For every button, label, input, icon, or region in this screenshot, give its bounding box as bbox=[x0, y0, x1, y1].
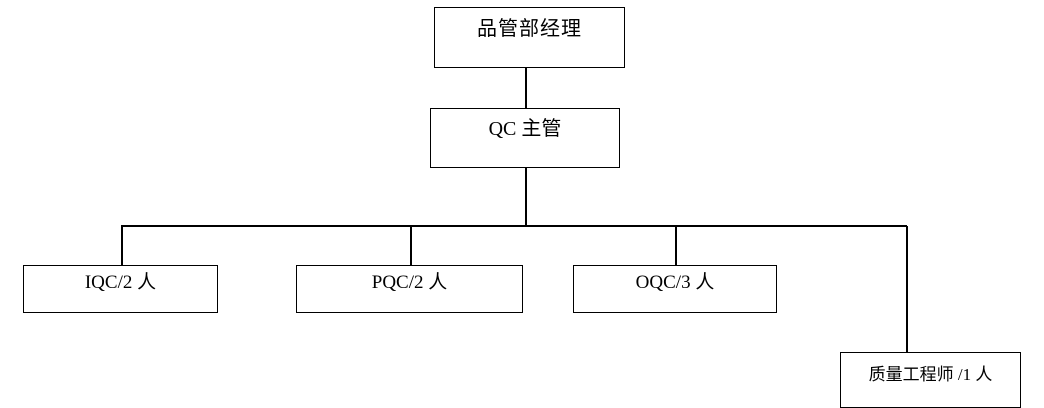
node-label-oqc: OQC/3 人 bbox=[635, 271, 715, 293]
node-box-iqc[interactable]: IQC/2 人 bbox=[23, 265, 218, 313]
node-label-supervisor: QC 主管 bbox=[488, 118, 562, 140]
node-label-iqc: IQC/2 人 bbox=[84, 271, 157, 293]
node-label-quality-engineer: 质量工程师 /1 人 bbox=[868, 364, 993, 384]
connector-supervisor-stem bbox=[525, 168, 527, 226]
node-box-quality-engineer[interactable]: 质量工程师 /1 人 bbox=[840, 352, 1021, 408]
node-box-supervisor[interactable]: QC 主管 bbox=[430, 108, 620, 168]
connector-bus-to-oqc bbox=[675, 226, 677, 265]
connector-bus-to-pqc bbox=[410, 226, 412, 265]
connector-bus-to-iqc bbox=[121, 226, 123, 265]
node-label-pqc: PQC/2 人 bbox=[371, 271, 448, 293]
node-label-manager: 品管部经理 bbox=[477, 17, 582, 40]
connector-bus-to-engineer bbox=[906, 226, 908, 352]
connector-horizontal-bus bbox=[121, 225, 907, 227]
connector-manager-to-supervisor bbox=[525, 68, 527, 108]
node-box-pqc[interactable]: PQC/2 人 bbox=[296, 265, 523, 313]
node-box-manager[interactable]: 品管部经理 bbox=[434, 7, 625, 68]
node-box-oqc[interactable]: OQC/3 人 bbox=[573, 265, 777, 313]
